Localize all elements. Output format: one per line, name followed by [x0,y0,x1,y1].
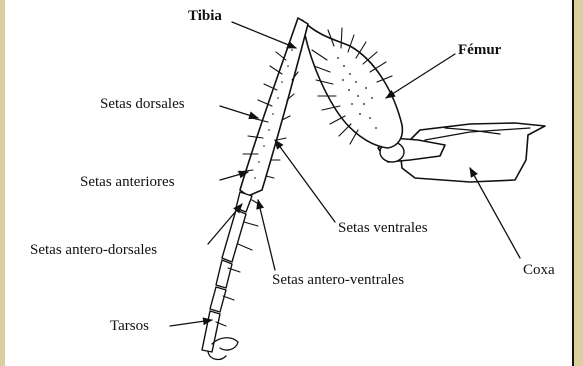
label-setas-dorsales: Setas dorsales [100,96,185,112]
label-tarsos: Tarsos [110,318,149,334]
right-border [574,0,583,366]
tibia-leader [232,22,296,48]
setas-dorsales-leader [220,106,258,118]
label-setas-antero-dorsales: Setas antero-dorsales [30,242,157,258]
setas-ventrales-leader [275,140,335,222]
label-tibia: Tibia [188,8,222,24]
setas-antero-ventrales-leader [258,200,275,270]
femur-shape [302,20,402,148]
tarsos-leader [170,320,212,326]
label-setas-antero-ventrales: Setas antero-ventrales [272,272,404,288]
label-setas-ventrales: Setas ventrales [338,220,428,236]
femur-leader [386,54,455,98]
label-coxa: Coxa [523,262,555,278]
label-femur: Fémur [458,42,502,58]
tarsus-shape [202,192,262,359]
tibia-shape [238,18,308,196]
label-setas-anteriores: Setas anteriores [80,174,175,190]
